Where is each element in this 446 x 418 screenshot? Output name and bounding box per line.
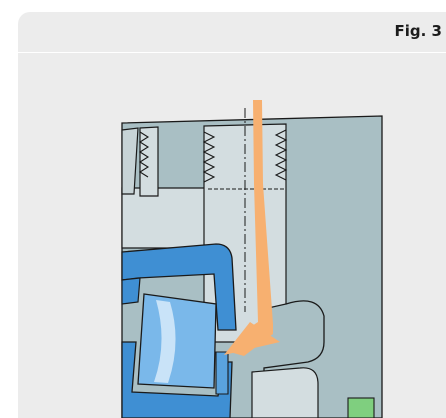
figure-card: Fig. 3 (18, 12, 446, 418)
housing-shoulder (263, 300, 325, 418)
figure-label: Fig. 3 (394, 22, 442, 40)
bearing-outer-ring-left (121, 277, 141, 305)
arrow-head (224, 322, 280, 355)
green-seal (347, 397, 375, 418)
roller-highlight (154, 300, 176, 383)
threaded-bore-left (139, 126, 159, 197)
thread-center-right (274, 129, 288, 181)
tapered-roller (137, 293, 217, 389)
bearing-cross-section-drawing (121, 100, 383, 418)
housing-inner-light (121, 187, 211, 249)
bearing-outer-ring (121, 243, 237, 331)
thread-center-left (202, 131, 216, 183)
lower-flange (251, 367, 319, 418)
figure-header: Fig. 3 (18, 12, 446, 53)
bearing-cage (215, 351, 229, 395)
arrow-down-then-left-icon (230, 100, 273, 356)
left-stub (121, 127, 139, 195)
thread-left (138, 131, 150, 178)
